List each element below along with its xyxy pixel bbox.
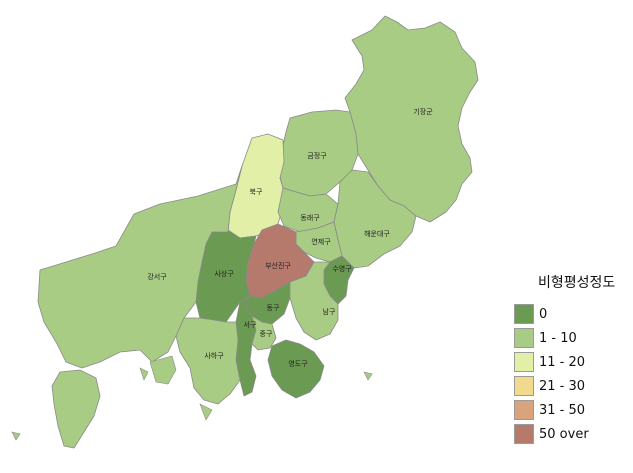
district-gangseo[interactable] (37, 165, 243, 369)
district-label: 북구 (250, 188, 263, 196)
district-label: 동래구 (300, 213, 320, 222)
legend-label: 21 - 30 (539, 378, 586, 394)
district-label: 동구 (267, 304, 280, 312)
district-label: 금정구 (307, 151, 327, 160)
district-nam[interactable] (289, 261, 339, 341)
district-label: 중구 (260, 330, 273, 338)
legend-item: 11 - 20 (514, 350, 626, 374)
legend-item: 1 - 10 (514, 326, 626, 350)
district-label: 부산진구 (265, 261, 291, 270)
legend-label: 0 (539, 306, 548, 322)
coastline-fragment (363, 371, 373, 381)
district-label: 남구 (323, 307, 336, 316)
legend-swatch (514, 400, 534, 420)
legend-label: 50 over (539, 426, 589, 442)
district-label: 사상구 (214, 269, 234, 278)
coastline-fragment (199, 403, 213, 421)
legend-label: 1 - 10 (539, 330, 577, 346)
legend-swatch (514, 424, 534, 444)
district-gangseo-peninsula (51, 369, 101, 449)
legend-item: 50 over (514, 422, 626, 446)
legend-title: 비형평성정도 (538, 275, 616, 291)
district-label: 수영구 (332, 264, 352, 273)
legend-item: 0 (514, 302, 626, 326)
district-label: 해운대구 (364, 229, 390, 238)
legend-swatch (514, 352, 534, 372)
legend-swatch (514, 328, 534, 348)
legend-label: 11 - 20 (539, 354, 586, 370)
legend-item: 21 - 30 (514, 374, 626, 398)
district-label: 연제구 (311, 238, 331, 246)
district-label: 기장군 (413, 107, 433, 116)
legend-swatch (514, 376, 534, 396)
district-jung[interactable] (251, 315, 277, 351)
coastline-fragment (11, 431, 21, 441)
legend: 비형평성정도 0 1 - 10 11 - 20 21 - 30 31 - 50 … (514, 272, 626, 446)
legend-swatch (514, 304, 534, 324)
district-label: 영도구 (288, 359, 308, 368)
coastline-fragment (149, 355, 177, 385)
legend-label: 31 - 50 (539, 402, 586, 418)
district-saha[interactable] (175, 317, 241, 405)
legend-item: 31 - 50 (514, 398, 626, 422)
coastline-fragment (139, 367, 149, 381)
district-label: 강서구 (147, 272, 167, 281)
district-label: 서구 (244, 320, 257, 329)
district-label: 사하구 (204, 351, 224, 360)
district-yeongdo[interactable] (267, 339, 325, 399)
